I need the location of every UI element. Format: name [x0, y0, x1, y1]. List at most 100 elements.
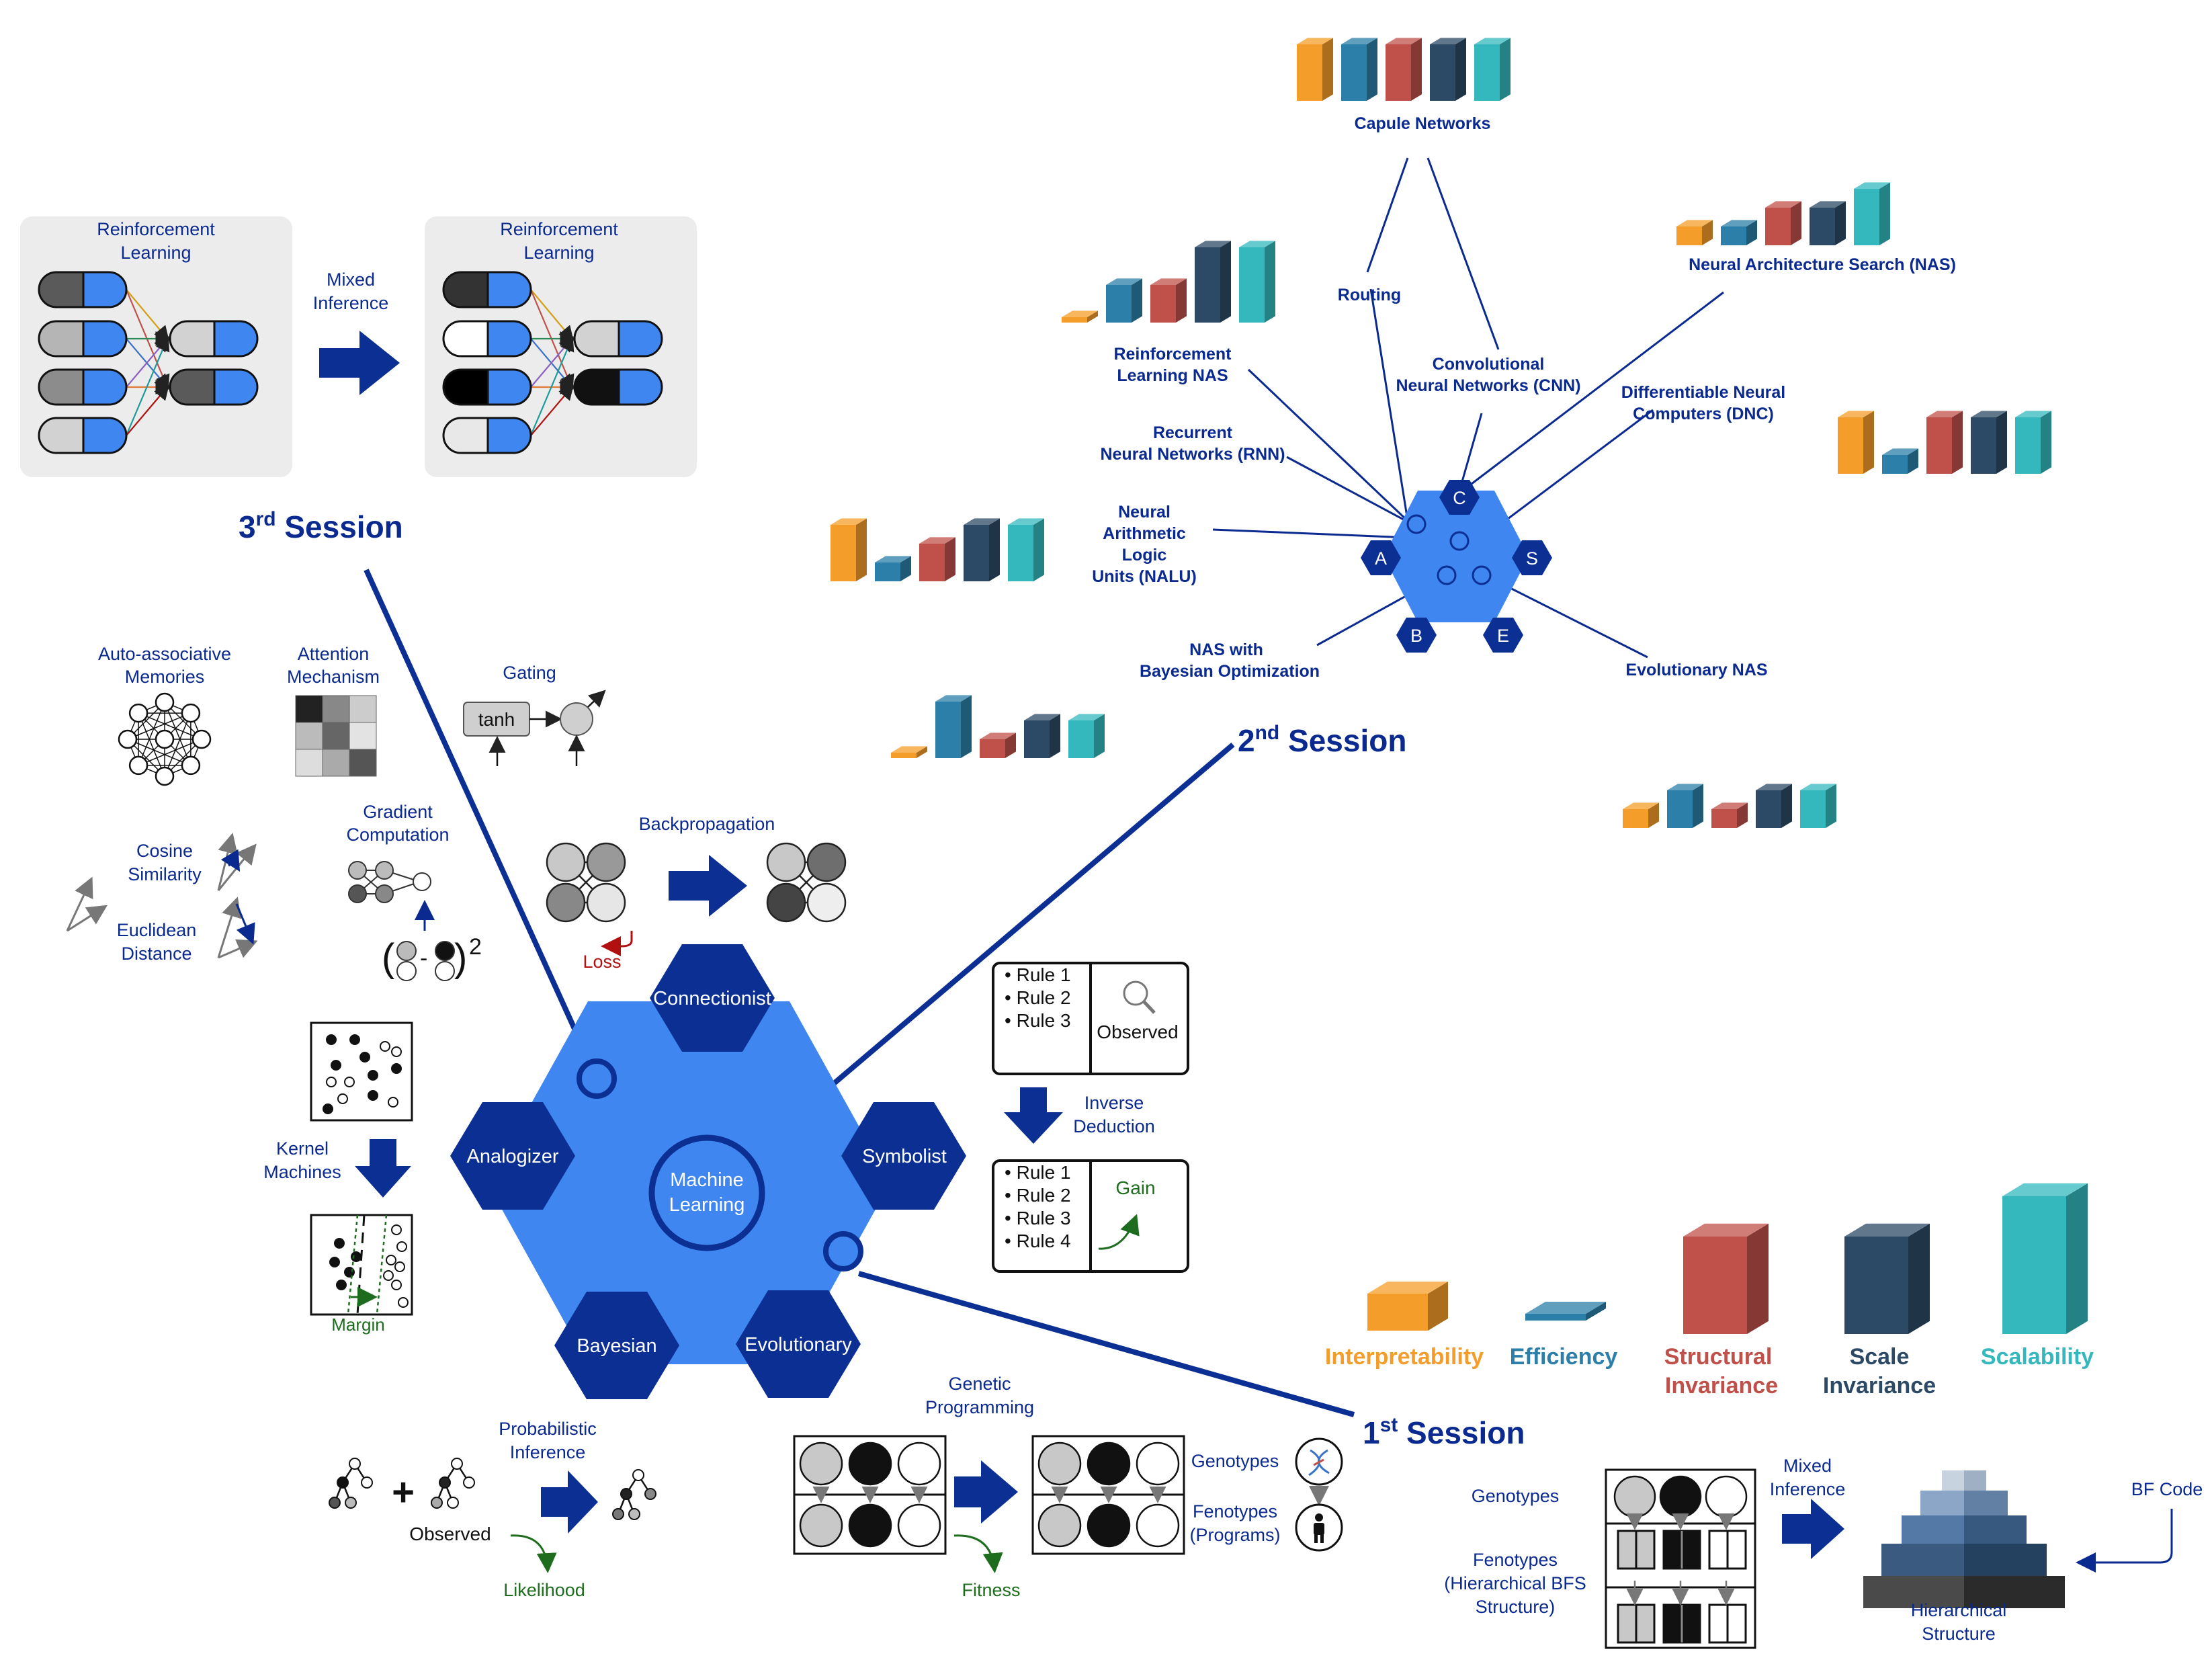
rating-bar	[1008, 518, 1044, 581]
rating-bar	[1667, 784, 1703, 828]
mini-hex-label: E	[1497, 626, 1509, 646]
agent-pill	[442, 271, 532, 308]
tribe-analogizer: Analogizer	[450, 1102, 575, 1210]
loss-label: Loss	[583, 952, 621, 972]
evo-fenotypes-label-2: (Programs)	[1189, 1525, 1280, 1545]
attention-label-1: Attention	[298, 644, 370, 664]
rl-mixed-arrow	[319, 331, 400, 395]
rating-group-5	[891, 695, 1105, 758]
rating-bar	[1971, 411, 2007, 474]
net-dnc-label-1: Differentiable Neural	[1621, 383, 1786, 402]
agent-pill	[38, 368, 128, 406]
agent-pill	[38, 271, 128, 308]
kernel-arrow	[355, 1139, 411, 1198]
rating-group-2	[1062, 241, 1275, 323]
rule-1-a: • Rule 1	[1005, 964, 1071, 985]
net-nas-label: Neural Architecture Search (NAS)	[1689, 255, 1956, 274]
prop-structural-2: Invariance	[1665, 1373, 1778, 1399]
rating-bar	[1882, 448, 1918, 474]
rl-mixed-label-2: Inference	[313, 293, 389, 313]
net-nalu-label-4: Units (NALU)	[1092, 567, 1197, 586]
mini-hex-label: B	[1410, 626, 1422, 646]
inverse-deduction: • Rule 1 • Rule 2 • Rule 3 Observed Inve…	[992, 962, 1189, 1273]
plus-icon: +	[392, 1470, 415, 1514]
evo-genotypes-label: Genotypes	[1191, 1451, 1279, 1471]
rating-bar	[1926, 411, 1963, 474]
rating-group-1	[1676, 182, 1890, 245]
agent-pill	[442, 417, 532, 454]
rating-bar	[1150, 278, 1187, 323]
rl-panel-right: Reinforcement Learning	[425, 216, 697, 477]
euclidean-label-1: Euclidean	[117, 920, 197, 940]
gradient-computation: Gradient Computation ( - ) 2	[346, 802, 482, 981]
backprop-net-after	[766, 842, 847, 923]
hier-mixed-label-2: Inference	[1770, 1479, 1846, 1499]
prop-interpretability: Interpretability	[1325, 1344, 1484, 1370]
rating-bar	[1765, 201, 1801, 245]
tribe-bayesian: Bayesian	[554, 1292, 679, 1399]
rl-right-title-2: Learning	[523, 243, 594, 263]
rating-bar	[1297, 38, 1333, 101]
net-nalu-label-1: Neural	[1118, 503, 1171, 522]
tribe-symbolist: Symbolist	[841, 1102, 966, 1210]
bayes-observed-label: Observed	[409, 1524, 491, 1544]
legend-bar	[1525, 1302, 1606, 1321]
observed-label: Observed	[1097, 1021, 1178, 1042]
kernel-dots-after	[329, 1224, 409, 1308]
gradient-label-2: Computation	[346, 825, 449, 845]
rating-bar	[1756, 784, 1792, 828]
magnifier-icon	[1123, 981, 1148, 1006]
legend-bar	[1367, 1282, 1448, 1331]
rule-4-b: • Rule 4	[1005, 1231, 1071, 1251]
net-rnn-label-1: Recurrent	[1153, 423, 1233, 442]
machine-learning-hub: Machine Learning Connectionist Symbolist…	[450, 944, 966, 1399]
net-bo-label-1: NAS with	[1189, 640, 1263, 659]
agent-pill	[442, 320, 532, 358]
rating-bar	[964, 518, 1000, 581]
rating-bar	[1854, 182, 1890, 245]
net-nalu-label-3: Logic	[1122, 546, 1167, 565]
gp-arrow	[954, 1460, 1018, 1524]
rating-bar	[1239, 241, 1275, 323]
gradient-label-1: Gradient	[363, 802, 433, 822]
agent-pill	[38, 417, 128, 454]
mini-hex-label: A	[1375, 548, 1387, 569]
legend-bar	[2002, 1183, 2088, 1334]
rating-bar	[1721, 220, 1757, 245]
rl-right-title-1: Reinforcement	[500, 219, 618, 239]
rating-bar	[1386, 38, 1422, 101]
agent-pill	[573, 320, 663, 358]
aam-network-icon	[118, 692, 212, 786]
gating: Gating tanh	[463, 663, 606, 766]
tribe-connectionist-label: Connectionist	[653, 988, 771, 1009]
rl-mixed-label-1: Mixed	[327, 269, 375, 290]
agent-pill	[38, 320, 128, 358]
aam-label-2: Memories	[125, 667, 205, 687]
attention-label-2: Mechanism	[287, 667, 380, 687]
prob-inference-label-1: Probabilistic	[499, 1419, 597, 1439]
open-paren: (	[382, 936, 394, 980]
ml-center-circle	[648, 1134, 765, 1251]
rating-group-6	[1623, 784, 1836, 828]
attention-grid-icon	[295, 695, 377, 777]
net-rlnas-label-2: Learning NAS	[1117, 366, 1228, 385]
inverse-arrow	[1004, 1087, 1063, 1144]
hier-fenotypes-label-1: Fenotypes	[1473, 1550, 1558, 1570]
prop-scale-2: Invariance	[1823, 1373, 1936, 1399]
hierarchical-structure-pyramid	[1863, 1470, 2065, 1608]
net-routing-label: Routing	[1338, 286, 1401, 304]
hier-mixed-arrow	[1782, 1499, 1844, 1559]
hier-structure-label-2: Structure	[1922, 1624, 1996, 1644]
bayes-tree-icons	[329, 1458, 656, 1520]
rl-mixed-inference: Mixed Inference	[313, 269, 400, 395]
fitness-label: Fitness	[962, 1580, 1020, 1600]
rating-bar	[980, 733, 1016, 758]
hier-fenotypes-label-2: (Hierarchical BFS	[1444, 1573, 1586, 1593]
square-exponent: 2	[469, 934, 482, 960]
rating-group-0	[1297, 38, 1511, 101]
cosine-label-1: Cosine	[136, 841, 193, 861]
ml-label-2: Learning	[669, 1194, 745, 1216]
auto-associative-memories: Auto-associative Memories	[98, 644, 231, 786]
net-nalu-label-2: Arithmetic	[1103, 524, 1186, 543]
